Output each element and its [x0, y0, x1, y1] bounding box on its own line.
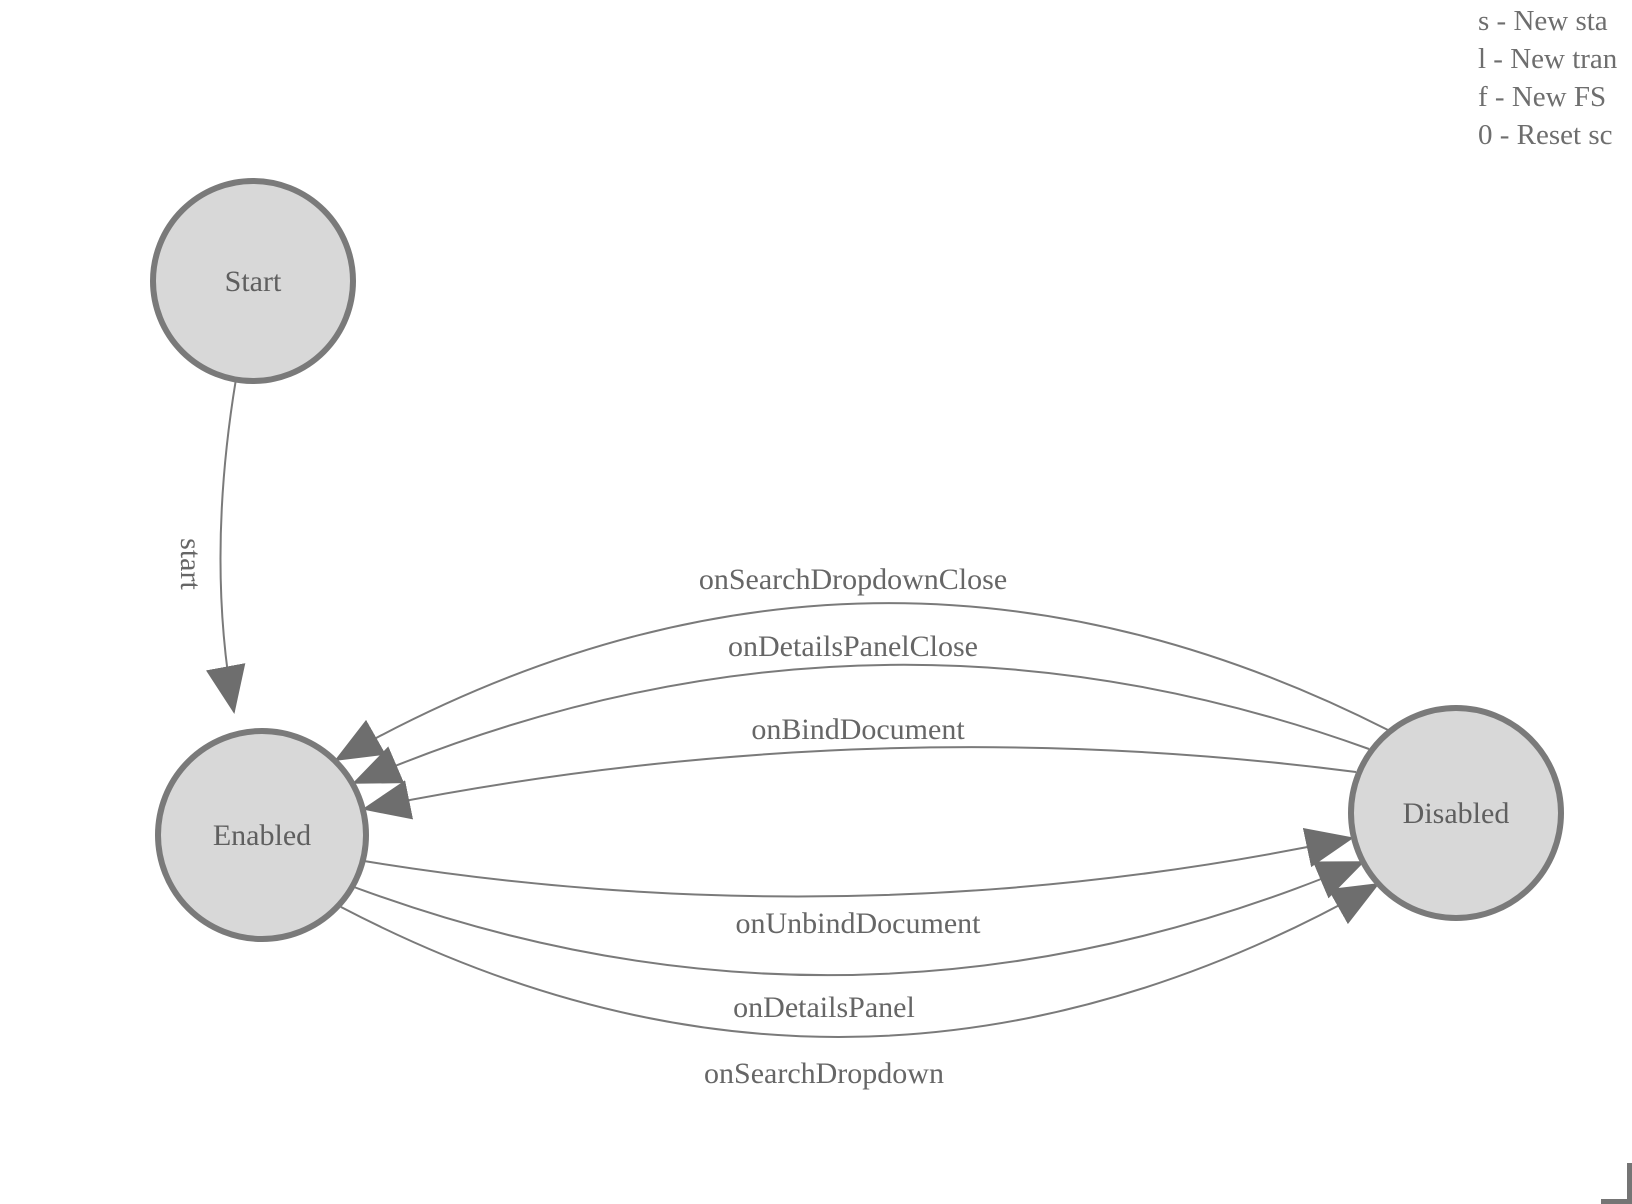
edge-onSearchDropdownClose[interactable]: [334, 602, 1389, 761]
edge-label-onUnbindDocument: onUnbindDocument: [736, 907, 982, 940]
edge-label-onBindDocument: onBindDocument: [751, 713, 965, 746]
edge-label-onSearchDropdown: onSearchDropdown: [704, 1057, 944, 1090]
state-label-start: Start: [225, 265, 282, 298]
legend-line-new-state: s - New sta: [1478, 5, 1608, 37]
legend-line-new-transition: l - New tran: [1478, 43, 1618, 75]
edge-label-onSearchDropdownClose: onSearchDropdownClose: [699, 563, 1007, 596]
edge-onSearchDropdown[interactable]: [340, 883, 1380, 1038]
edge-onUnbindDocument[interactable]: [363, 827, 1354, 898]
edge-onDetailsPanel[interactable]: [353, 861, 1365, 977]
shortcut-legend: s - New sta l - New tran f - New FS 0 - …: [1478, 2, 1617, 154]
legend-line-reset: 0 - Reset sc: [1478, 119, 1613, 151]
corner-bracket: [1601, 1163, 1632, 1204]
state-circle-disabled[interactable]: [1348, 705, 1564, 921]
edge-label-onDetailsPanel: onDetailsPanel: [733, 991, 915, 1024]
state-circle-enabled[interactable]: [155, 728, 369, 942]
edge-onDetailsPanelClose[interactable]: [352, 663, 1370, 784]
state-circle-start[interactable]: [150, 178, 356, 384]
edge-start-to-enabled[interactable]: [206, 378, 246, 714]
state-label-enabled: Enabled: [213, 819, 311, 852]
edge-label-onDetailsPanelClose: onDetailsPanelClose: [728, 630, 978, 663]
state-node-start[interactable]: Start: [150, 178, 356, 384]
legend-line-new-fsm: f - New FS: [1478, 81, 1607, 113]
edge-onBindDocument[interactable]: [362, 746, 1357, 820]
state-label-disabled: Disabled: [1403, 797, 1510, 830]
state-node-disabled[interactable]: Disabled: [1348, 705, 1564, 921]
edge-label-start: start: [174, 538, 207, 590]
state-node-enabled[interactable]: Enabled: [155, 728, 369, 942]
